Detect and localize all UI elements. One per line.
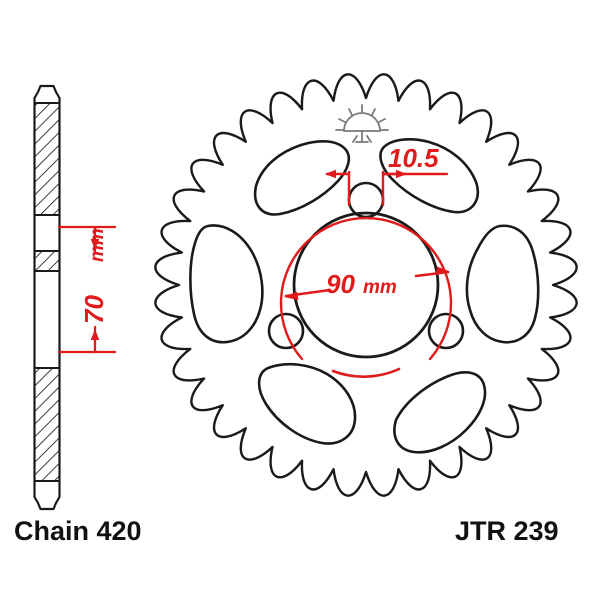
dim90-value: 90	[326, 269, 355, 299]
center-bore	[292, 211, 440, 359]
profile-center-web	[33, 270, 61, 369]
sunburst-mark	[335, 104, 389, 143]
dim70-arrow-bottom	[90, 329, 100, 340]
lightening-hole-upper-right	[379, 138, 479, 214]
lightening-hole-upper-left	[253, 140, 351, 216]
window-box-upper	[33, 214, 61, 252]
dim70-arrow-top	[90, 239, 100, 250]
dim70-value: 70	[79, 295, 109, 324]
lightening-hole-lower-right	[393, 371, 487, 454]
side-section-view	[33, 84, 61, 511]
mounting-hole-left	[267, 312, 305, 350]
dim90-arrow-left	[284, 291, 299, 301]
dim90-arrow-right	[435, 266, 450, 276]
lightening-hole-right	[465, 224, 540, 344]
part-number-label: JTR 239	[455, 516, 559, 546]
dimension-10-5: 10.5	[325, 143, 449, 207]
hatch-fill-upper	[34, 103, 60, 215]
mounting-hole-right	[427, 312, 465, 350]
sprocket-teeth-outline	[154, 73, 578, 497]
sprocket-face-view	[154, 73, 578, 497]
profile-window-upper	[33, 214, 61, 252]
bolt-circle-arc-bottom-segment	[331, 367, 401, 379]
hatch-box-lower	[33, 367, 61, 482]
dimension-70mm: 70 mm	[57, 225, 117, 354]
profile-hatch-lower	[33, 367, 61, 482]
dim70-unit: mm	[87, 228, 108, 262]
dimension-90mm: 90 mm	[279, 216, 453, 379]
profile-hatch-band	[33, 250, 61, 272]
chain-label: Chain 420	[14, 516, 142, 546]
dim90-unit: mm	[363, 277, 397, 298]
profile-hatch-upper	[33, 102, 61, 216]
hatch-fill-band	[34, 251, 60, 271]
bolt-circle-arc	[279, 216, 453, 361]
dim105-arrow-left	[325, 169, 336, 179]
profile-outline	[33, 84, 61, 511]
dim105-value: 10.5	[388, 143, 439, 173]
lightening-hole-lower-left	[257, 362, 357, 445]
hatch-fill-lower	[34, 368, 60, 481]
lightening-hole-left	[189, 224, 264, 344]
